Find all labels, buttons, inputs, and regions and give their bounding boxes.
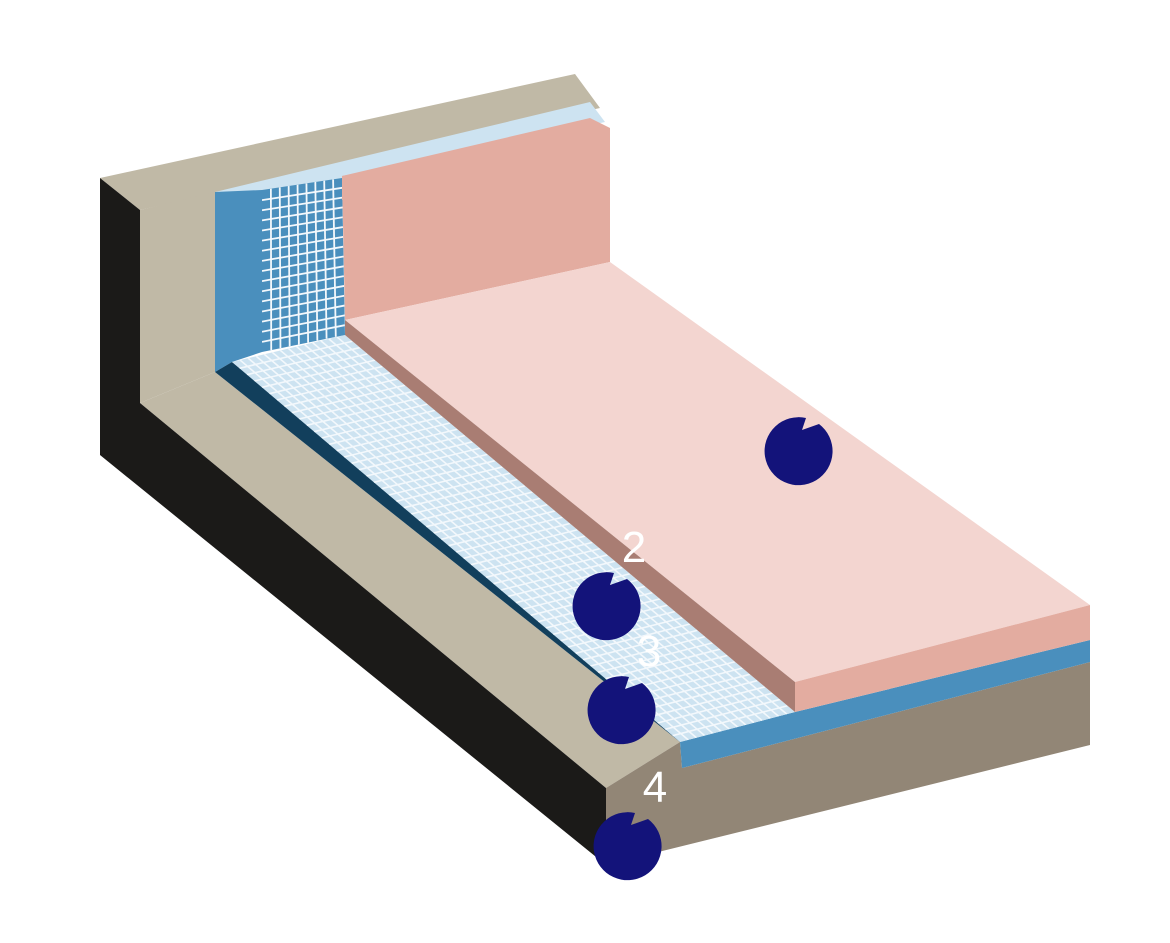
callout-2-label: 2 [622, 523, 646, 572]
callout-1-label: 1 [814, 368, 838, 417]
membrane-wall-face [215, 190, 262, 372]
callout-3-badge [588, 676, 656, 744]
callout-1-badge [765, 417, 833, 485]
callout-4-badge [594, 812, 662, 880]
substrate-wall-inner [140, 192, 215, 403]
callout-3-label: 3 [637, 627, 661, 676]
callout-2-badge [573, 572, 641, 640]
callout-4-label: 4 [643, 763, 667, 812]
